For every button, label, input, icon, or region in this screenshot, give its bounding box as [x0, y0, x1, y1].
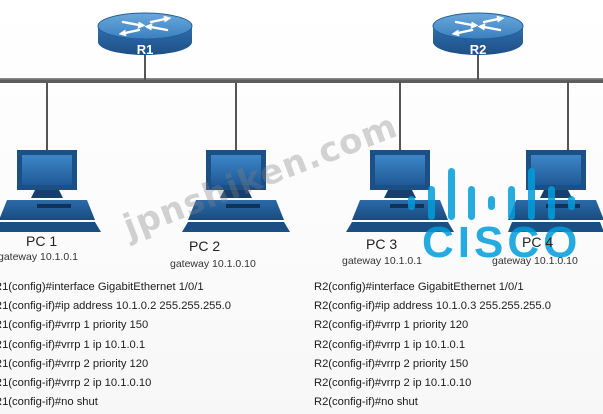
pc4-label: PC 4 — [522, 234, 554, 250]
config-line: R2(config-if)#ip address 10.1.0.3 255.25… — [314, 300, 551, 313]
pc1-gateway: gateway 10.1.0.1 — [0, 251, 78, 263]
config-line: R1(config-if)#no shut — [0, 396, 98, 409]
config-line: R2(config-if)#vrrp 2 ip 10.1.0.10 — [314, 376, 472, 389]
r1-config-block: R1(config)#interface GigabitEthernet 1/0… — [0, 278, 231, 412]
config-line: R2(config)#interface GigabitEthernet 1/0… — [314, 281, 524, 293]
lan-bus — [0, 78, 603, 83]
config-line: R2(config-if)#no shut — [314, 396, 418, 409]
cisco-logo: CISCO — [404, 160, 594, 270]
pc3-gateway: gateway 10.1.0.1 — [342, 255, 422, 267]
config-line: R1(config-if)#vrrp 1 priority 150 — [0, 319, 149, 332]
pc1-label: PC 1 — [26, 233, 58, 249]
r2-config-block: R2(config)#interface GigabitEthernet 1/0… — [314, 278, 551, 412]
config-line: R1(config-if)#vrrp 1 ip 10.1.0.1 — [0, 338, 146, 351]
pc2-icon — [182, 150, 290, 232]
pc2-label: PC 2 — [189, 238, 221, 254]
pc2-gateway: gateway 10.1.0.10 — [170, 258, 256, 270]
pc3-icon — [346, 150, 454, 232]
router-r2-label: R2 — [470, 42, 487, 57]
config-line: R1(config)#interface GigabitEthernet 1/0… — [0, 281, 204, 293]
router-r1-icon — [97, 12, 193, 55]
config-line: R2(config-if)#vrrp 2 priority 150 — [314, 357, 469, 370]
cisco-wordmark: CISCO — [422, 218, 582, 267]
config-line: R1(config-if)#vrrp 2 ip 10.1.0.10 — [0, 376, 152, 389]
router-r1-label: R1 — [137, 42, 154, 57]
cisco-bars-icon — [408, 168, 575, 220]
config-line: R1(config-if)#vrrp 2 priority 120 — [0, 357, 149, 370]
pc1-icon — [0, 150, 101, 232]
pc3-label: PC 3 — [366, 236, 398, 252]
config-line: R2(config-if)#vrrp 1 priority 120 — [314, 319, 469, 332]
router-r2-icon — [432, 12, 524, 55]
pc4-gateway: gateway 10.1.0.10 — [492, 255, 578, 267]
config-line: R2(config-if)#vrrp 1 ip 10.1.0.1 — [314, 338, 466, 351]
config-line: R1(config-if)#ip address 10.1.0.2 255.25… — [0, 300, 231, 313]
